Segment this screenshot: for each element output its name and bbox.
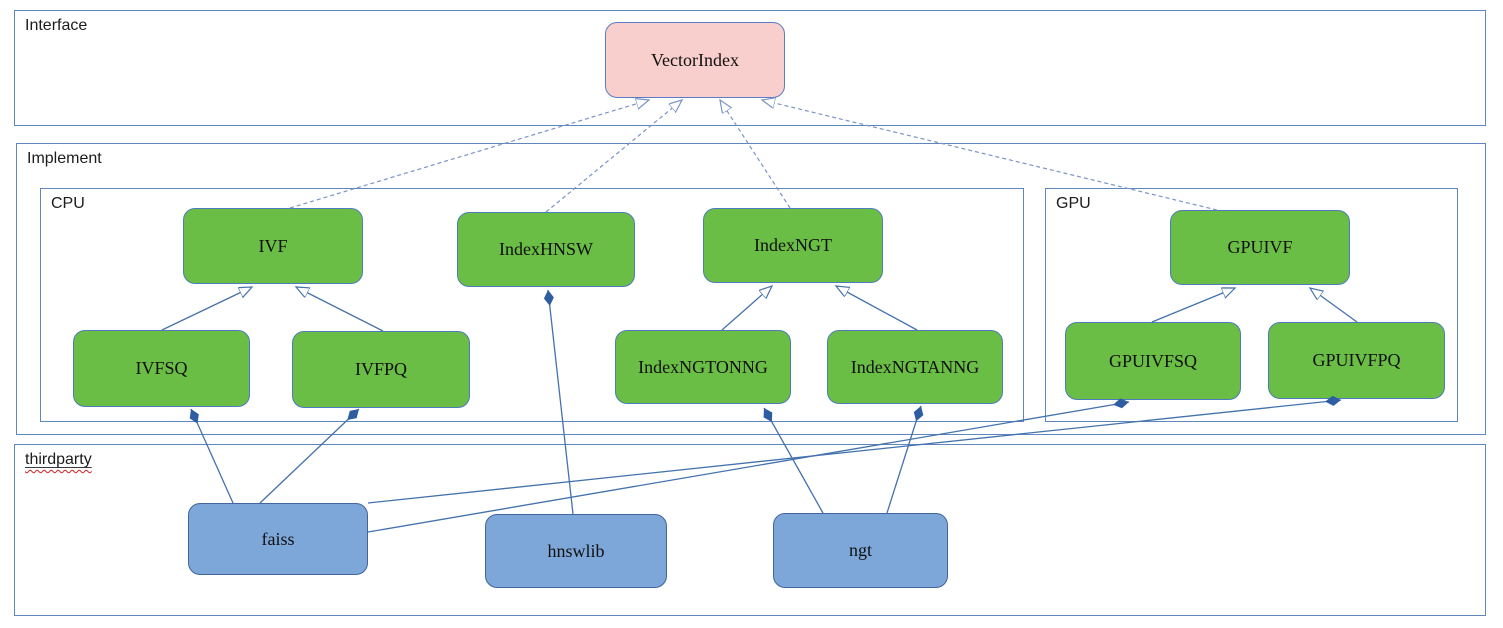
container-implement-label: Implement — [27, 150, 102, 167]
container-interface-label: Interface — [25, 17, 88, 34]
node-gpuivfsq[interactable]: GPUIVFSQ — [1065, 322, 1241, 400]
node-ngt[interactable]: ngt — [773, 513, 948, 588]
node-gpuivfpq[interactable]: GPUIVFPQ — [1268, 322, 1445, 399]
node-indexngt[interactable]: IndexNGT — [703, 208, 883, 283]
container-gpu-label: GPU — [1056, 195, 1091, 212]
node-gpuivf[interactable]: GPUIVF — [1170, 210, 1350, 285]
node-ivfsq[interactable]: IVFSQ — [73, 330, 250, 407]
container-thirdparty-label: thirdparty — [25, 451, 92, 469]
node-indexhnsw[interactable]: IndexHNSW — [457, 212, 635, 287]
spellcheck-wavy-underline: thirdparty — [25, 451, 92, 468]
node-faiss[interactable]: faiss — [188, 503, 368, 575]
node-ivfpq[interactable]: IVFPQ — [292, 331, 470, 408]
node-indexngtonng[interactable]: IndexNGTONNG — [615, 330, 791, 404]
node-ivf[interactable]: IVF — [183, 208, 363, 284]
node-hnswlib[interactable]: hnswlib — [485, 514, 667, 588]
node-indexngtanng[interactable]: IndexNGTANNG — [827, 330, 1003, 404]
node-vectorindex[interactable]: VectorIndex — [605, 22, 785, 98]
container-cpu-label: CPU — [51, 195, 85, 212]
